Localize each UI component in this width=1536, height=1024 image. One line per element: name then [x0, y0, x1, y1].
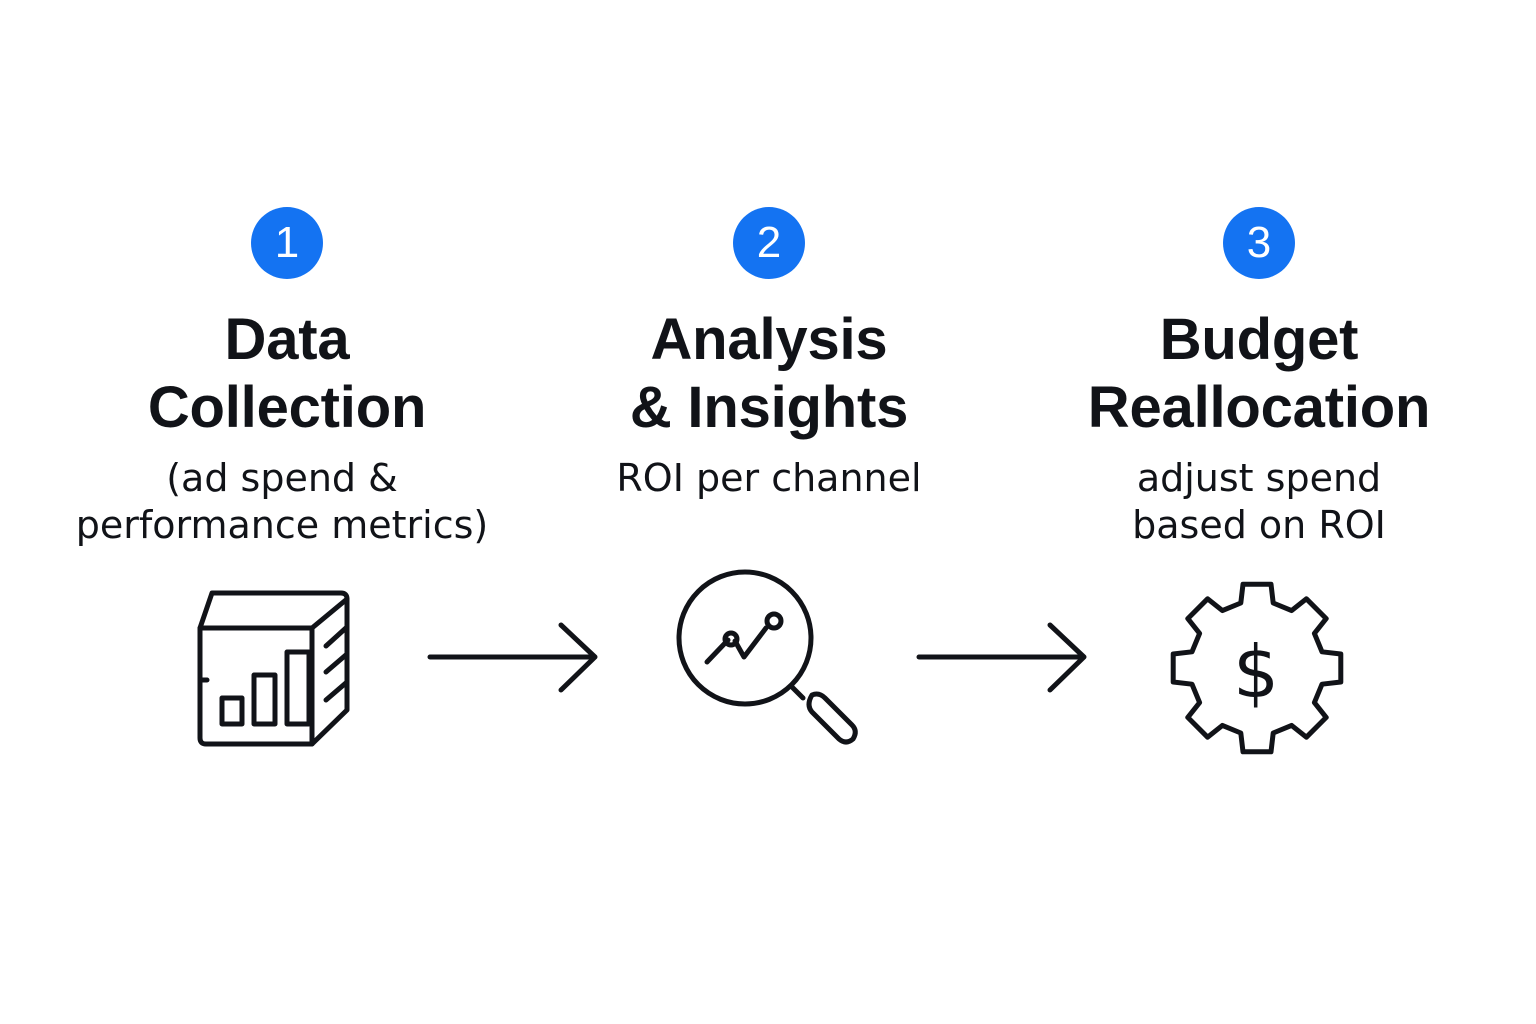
step-number-badge: 1: [251, 207, 323, 279]
step-data-collection: 1 Data Collection (ad spend & performanc…: [47, 0, 527, 1024]
step-title: Budget Reallocation: [1019, 306, 1499, 442]
step-description: ROI per channel: [529, 455, 1009, 502]
step-description: adjust spend based on ROI: [1019, 455, 1499, 549]
dollar-glyph: $: [1233, 630, 1279, 714]
step-analysis-insights: 2 Analysis & Insights ROI per channel: [529, 0, 1009, 1024]
right-arrow-icon: [427, 622, 598, 693]
step-title-line: Reallocation: [1087, 375, 1431, 440]
step-number-badge: 3: [1223, 207, 1295, 279]
step-title: Data Collection: [47, 306, 527, 442]
gear-dollar-icon: $: [1170, 581, 1344, 755]
step-title-line: Budget: [1159, 307, 1359, 372]
step-description-line: adjust spend: [1136, 456, 1382, 500]
step-title-line: Analysis: [650, 307, 888, 372]
step-description-line: ROI per channel: [616, 456, 922, 500]
step-description-line: based on ROI: [1132, 503, 1386, 547]
step-description: (ad spend & performance metrics): [42, 455, 522, 549]
step-title-line: & Insights: [629, 375, 909, 440]
step-description-line: (ad spend &: [166, 456, 398, 500]
step-title: Analysis & Insights: [529, 306, 1009, 442]
step-number-badge: 2: [733, 207, 805, 279]
step-title-line: Collection: [147, 375, 427, 440]
step-description-line: performance metrics): [75, 503, 489, 547]
gear-outline: [1170, 581, 1344, 755]
magnifier-trend-icon: [676, 569, 858, 745]
step-budget-reallocation: 3 Budget Reallocation adjust spend based…: [1019, 0, 1499, 1024]
right-arrow-icon: [916, 622, 1087, 693]
step-title-line: Data: [224, 307, 350, 372]
database-chart-icon: [197, 590, 350, 747]
